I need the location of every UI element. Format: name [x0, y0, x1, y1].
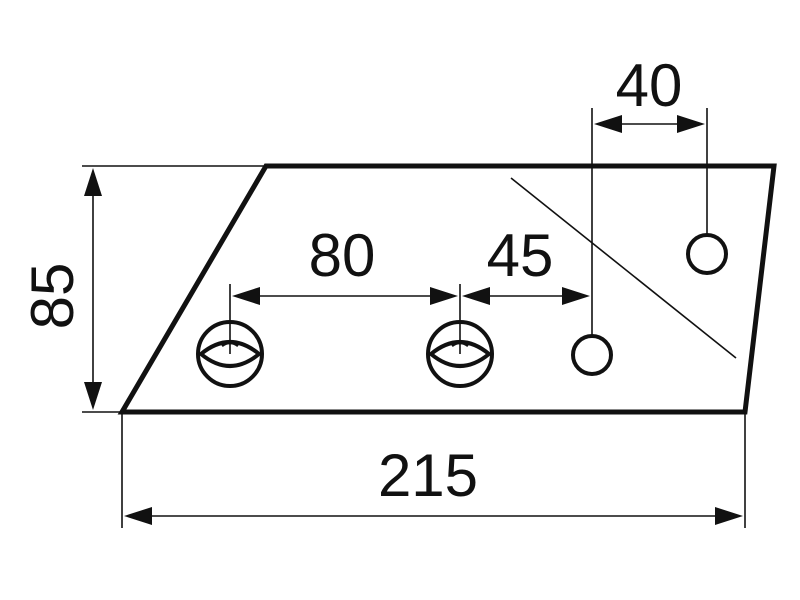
dimension-spacing-2-label: 45 — [487, 222, 554, 289]
dimension-length-label: 215 — [378, 442, 478, 509]
round-hole-2 — [686, 233, 728, 275]
dimension-height-label: 85 — [19, 263, 86, 330]
wear-line — [510, 177, 737, 359]
round-hole-1 — [571, 334, 613, 376]
dimension-spacing-1-label: 80 — [309, 222, 376, 289]
dimension-height: 85 — [19, 165, 266, 413]
dimension-hole-offset: 40 — [594, 52, 708, 235]
dimension-length: 215 — [121, 412, 746, 528]
dimension-hole-spacing: 80 45 — [229, 108, 593, 354]
dimension-offset-label: 40 — [616, 52, 683, 119]
